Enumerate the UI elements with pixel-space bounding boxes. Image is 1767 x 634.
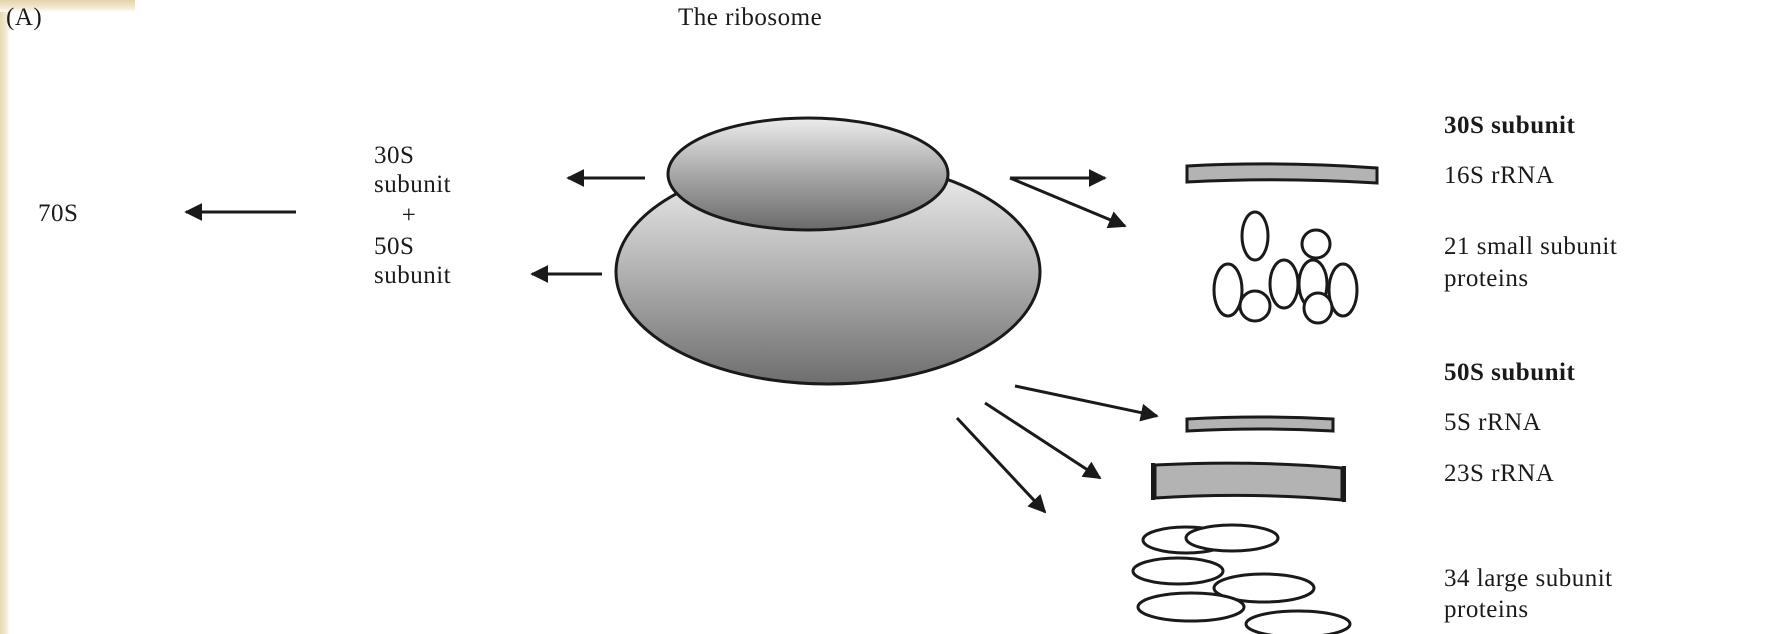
label-small-proteins-line2: proteins — [1444, 264, 1529, 294]
label-30s-line1: 30S — [374, 141, 414, 171]
panel-label: (A) — [6, 3, 42, 33]
diagram-title: The ribosome — [678, 3, 822, 33]
label-large-proteins-line1: 34 large subunit — [1444, 564, 1613, 594]
16s-rrna-shape — [1187, 164, 1377, 183]
label-30s-line2: subunit — [374, 170, 451, 200]
23s-rrna-cap-left — [1151, 463, 1155, 500]
small-proteins-cluster — [1214, 212, 1357, 323]
label-50s-line2: subunit — [374, 261, 451, 291]
heading-30s-subunit: 30S subunit — [1444, 111, 1575, 141]
small-subunit-shape — [668, 118, 948, 230]
23s-rrna-cap-right — [1342, 466, 1346, 502]
label-5s-rrna: 5S rRNA — [1444, 408, 1541, 438]
label-23s-rrna: 23S rRNA — [1444, 459, 1554, 489]
large-proteins-cluster — [1133, 525, 1350, 634]
label-70s: 70S — [38, 199, 78, 229]
5s-rrna-shape — [1187, 417, 1333, 431]
label-large-proteins-line2: proteins — [1444, 595, 1529, 625]
label-50s-line1: 50S — [374, 232, 414, 262]
label-small-proteins-line1: 21 small subunit — [1444, 232, 1617, 262]
label-plus: + — [374, 201, 444, 231]
arrow-to-5s-rrna — [1015, 386, 1157, 416]
arrow-to-small-proteins — [1010, 178, 1125, 226]
heading-50s-subunit: 50S subunit — [1444, 358, 1575, 388]
label-16s-rrna: 16S rRNA — [1444, 161, 1554, 191]
23s-rrna-shape — [1155, 463, 1342, 500]
